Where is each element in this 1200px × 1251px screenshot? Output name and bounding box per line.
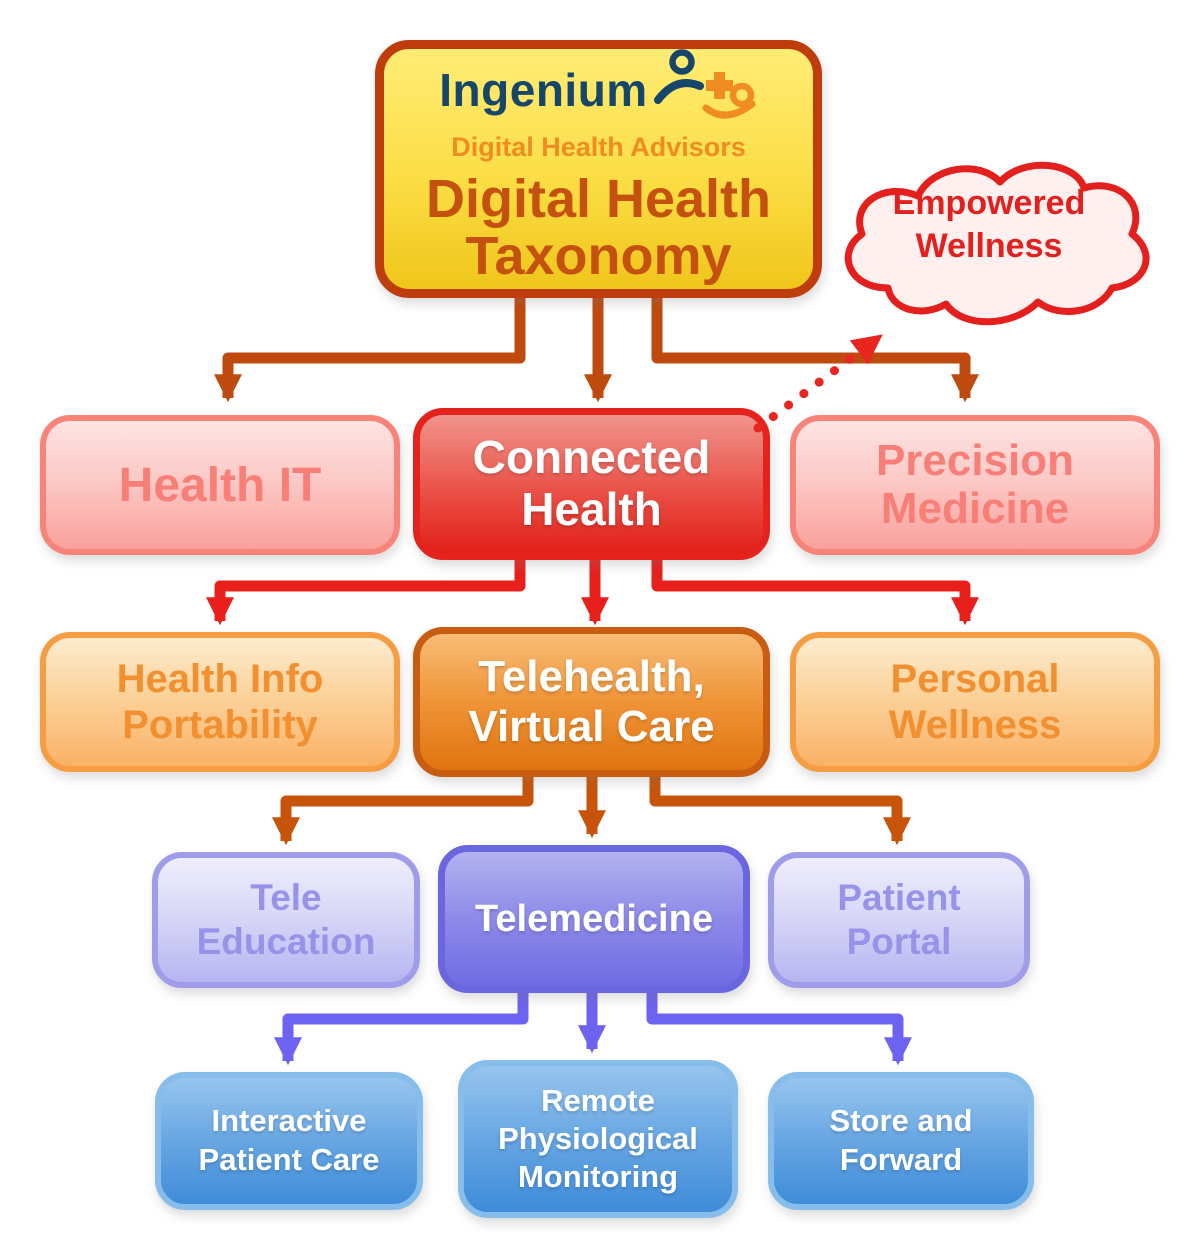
node-tele-education: Tele Education xyxy=(152,852,420,988)
node-health-it: Health IT xyxy=(40,415,400,555)
node-health-info-portability: Health Info Portability xyxy=(40,632,400,772)
node-remote-physiological-monitoring: Remote Physiological Monitoring xyxy=(458,1060,738,1218)
node-telehealth-virtual-care: Telehealth, Virtual Care xyxy=(413,627,770,777)
arrow-telemedicine-to-store-forward xyxy=(646,986,912,1066)
arrow-telehealth-to-tele-education xyxy=(272,770,534,846)
arrow-telehealth-to-patient-portal xyxy=(649,770,911,846)
logo-tagline: Digital Health Advisors xyxy=(451,132,746,163)
cloud-label: Empowered Wellness xyxy=(892,184,1086,265)
node-store-and-forward: Store and Forward xyxy=(768,1072,1034,1210)
cloud-shape xyxy=(844,161,1150,326)
cloud-empowered-wellness: Empowered Wellness xyxy=(826,156,1152,340)
diagram-title: Digital Health Taxonomy xyxy=(425,169,772,286)
node-personal-wellness: Personal Wellness xyxy=(790,632,1160,772)
arrow-connected-to-personal-wellness xyxy=(651,553,979,626)
node-precision-medicine: Precision Medicine xyxy=(790,415,1160,555)
arrow-connected-to-health-info xyxy=(206,553,526,626)
ingenium-people-icon xyxy=(653,49,756,119)
logo-wordmark: Ingenium xyxy=(439,64,648,117)
medical-cross-icon xyxy=(705,72,733,100)
arrow-root-to-health-it xyxy=(214,296,526,403)
node-telemedicine: Telemedicine xyxy=(438,845,750,993)
node-patient-portal: Patient Portal xyxy=(768,852,1030,988)
node-interactive-patient-care: Interactive Patient Care xyxy=(155,1072,423,1210)
arrows-telehealth-to-level4 xyxy=(272,770,911,846)
arrows-connected-to-level3 xyxy=(206,553,979,626)
cloud-outline xyxy=(844,161,1150,326)
node-connected-health: Connected Health xyxy=(413,408,770,560)
arrow-telemedicine-to-interactive xyxy=(274,986,529,1066)
arrows-telemedicine-to-level5 xyxy=(274,986,912,1066)
node-digital-health-taxonomy: Ingenium Digital Health Advisors Digital… xyxy=(375,40,822,298)
ingenium-logo: Ingenium xyxy=(439,48,757,132)
